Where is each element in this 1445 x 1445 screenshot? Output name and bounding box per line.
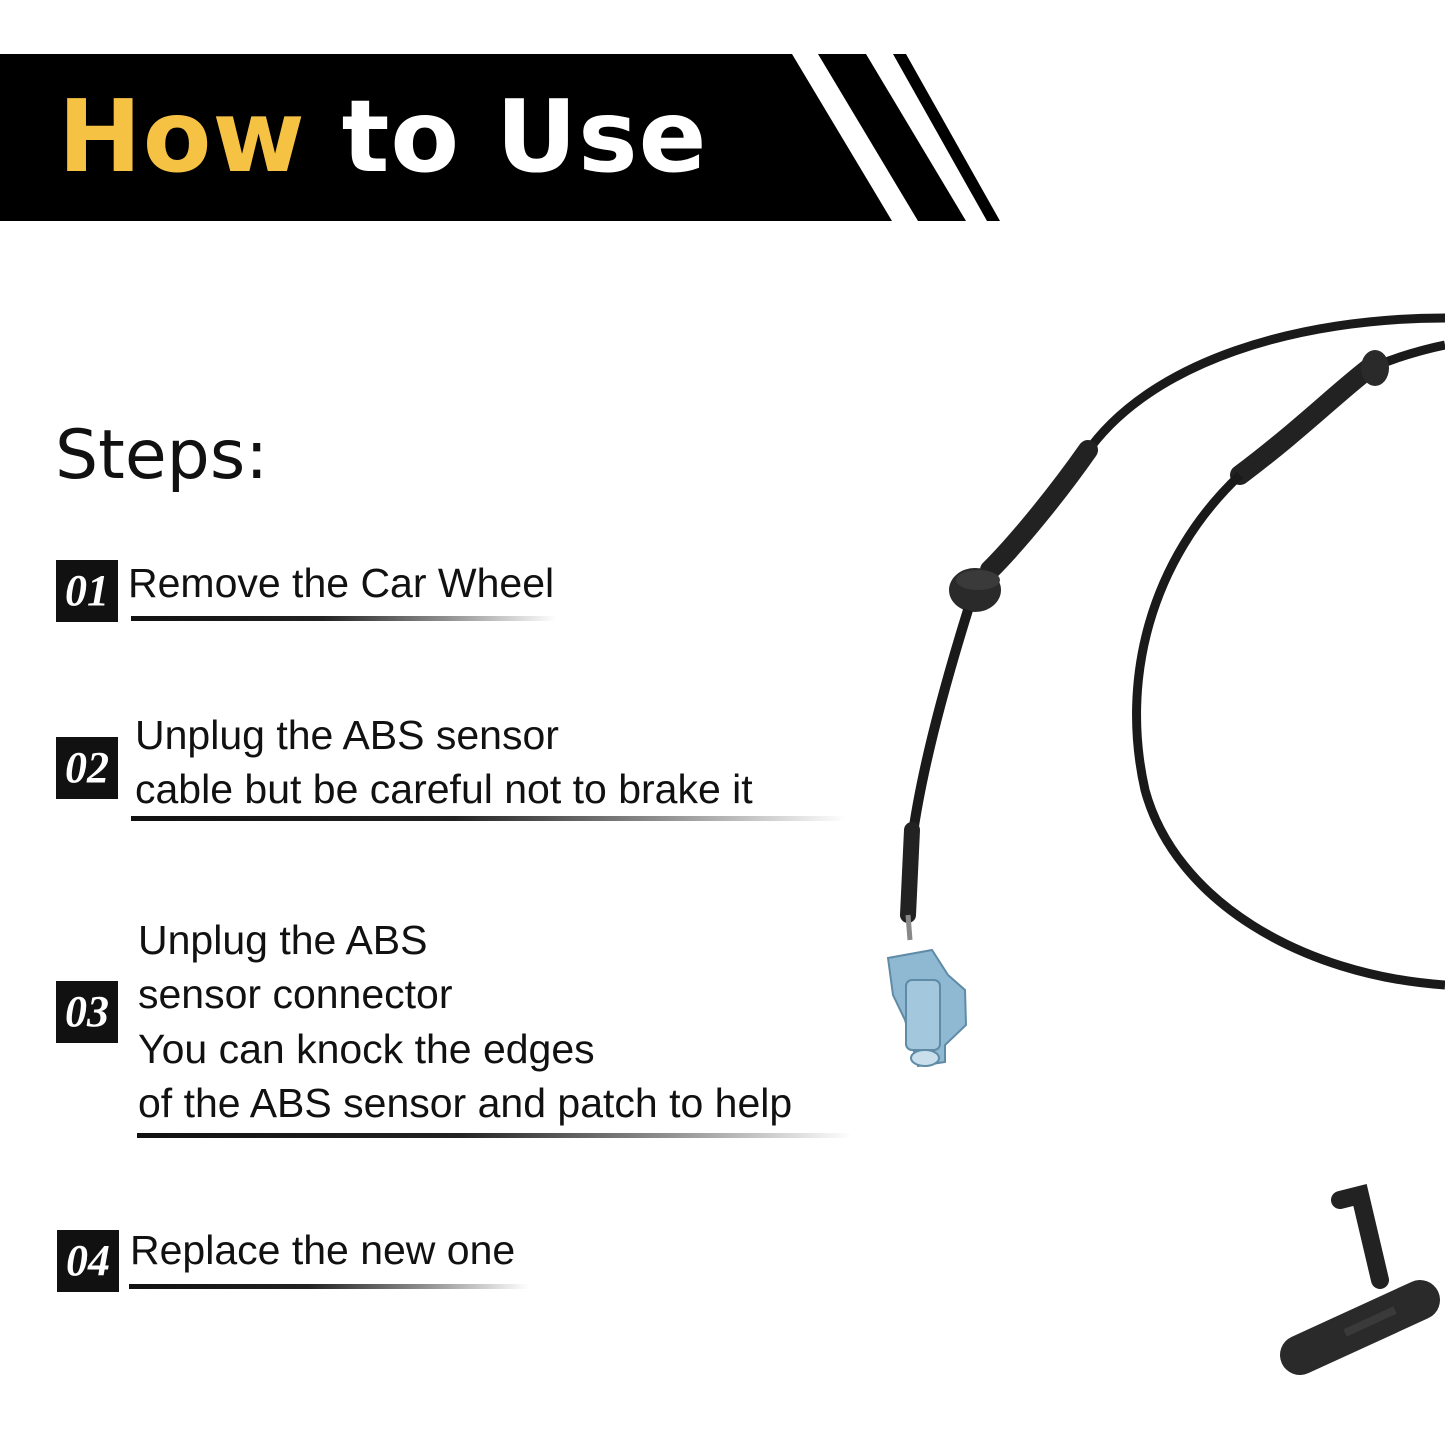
step-text-line: Unplug the ABS xyxy=(138,917,428,963)
step-number-badge: 04 xyxy=(57,1230,119,1292)
steps-heading: Steps: xyxy=(55,416,269,495)
step-text-line: of the ABS sensor and patch to help xyxy=(138,1080,793,1126)
step-underline xyxy=(137,1133,852,1138)
header-banner: How to Use xyxy=(0,54,1000,221)
step-underline xyxy=(129,1284,529,1289)
title-rest: to Use xyxy=(341,78,708,195)
step-text-line: cable but be careful not to brake it xyxy=(135,766,753,812)
step-number-badge: 02 xyxy=(56,737,118,799)
step-text-line: Remove the Car Wheel xyxy=(128,560,555,606)
title-highlight: How xyxy=(58,78,306,195)
page-title: How to Use xyxy=(58,82,707,192)
abs-sensor-cable-icon xyxy=(886,313,1445,1375)
step-underline xyxy=(131,616,556,621)
step-text-line: sensor connector xyxy=(138,971,453,1017)
step-underline xyxy=(131,816,846,821)
step-text-line: Unplug the ABS sensor xyxy=(135,712,559,758)
step-number-badge: 03 xyxy=(56,981,118,1043)
step-text-line: Replace the new one xyxy=(130,1227,516,1273)
step-number-badge: 01 xyxy=(56,560,118,622)
step-text-line: You can knock the edges xyxy=(138,1026,595,1072)
abs-sensor-cable-image xyxy=(860,300,1445,1445)
banner-shape xyxy=(0,54,1000,221)
